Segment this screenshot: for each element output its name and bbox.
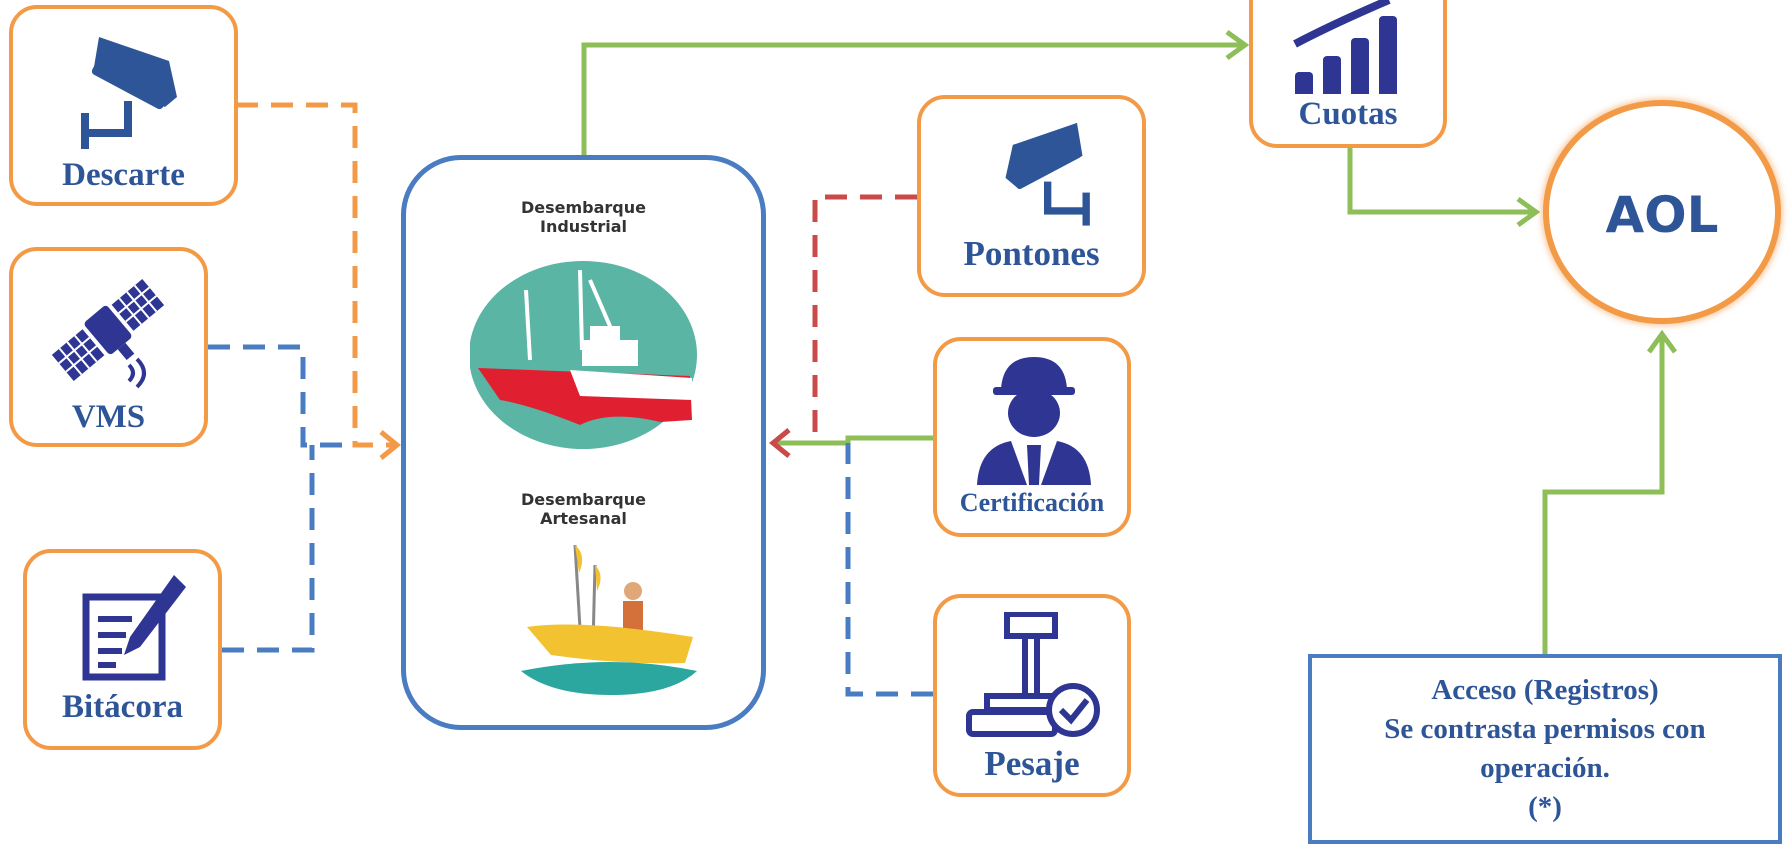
center-left-arrowhead <box>769 428 791 458</box>
acceso-line-1: Acceso (Registros) <box>1431 674 1659 706</box>
bitacora-label: Bitácora <box>62 689 183 725</box>
acceso-registros-box: Acceso (Registros) Se contrasta permisos… <box>1308 654 1782 844</box>
aol-node: AOL <box>1543 100 1781 324</box>
vms-node: VMS <box>9 247 208 447</box>
acceso-to-aol-connector <box>1542 336 1665 654</box>
artisanal-fishing-boat-icon <box>521 544 697 695</box>
bitacora-node: Bitácora <box>23 549 222 750</box>
pesaje-node: Pesaje <box>933 594 1131 797</box>
weighing-scale-icon <box>966 612 1100 737</box>
descarte-label: Descarte <box>62 157 185 193</box>
inspector-person-icon <box>977 357 1091 485</box>
industrial-fishing-ship-icon <box>470 261 697 449</box>
security-camera-icon <box>81 37 177 149</box>
satellite-icon <box>51 279 165 389</box>
acceso-line-2: Se contrasta permisos con <box>1384 713 1706 745</box>
pontones-label: Pontones <box>963 234 1100 273</box>
aol-arrowhead <box>1516 196 1541 228</box>
pontones-node: Pontones <box>917 95 1146 297</box>
industrial-caption: Desembarque Industrial <box>520 198 646 236</box>
certificacion-node: Certificación <box>933 337 1131 537</box>
bar-chart-icon <box>1293 0 1397 94</box>
certificacion-connector <box>775 435 933 446</box>
aol-label: AOL <box>1605 186 1719 244</box>
center-to-cuotas-connector <box>581 42 1241 155</box>
desembarque-container: Desembarque Industrial Desembarque Artes… <box>401 155 766 730</box>
descarte-connector <box>236 102 395 448</box>
cuotas-label: Cuotas <box>1298 96 1398 132</box>
pontones-connector <box>775 194 917 446</box>
acceso-line-3: operación. <box>1480 752 1610 784</box>
acceso-line-4: (*) <box>1528 791 1562 823</box>
pesaje-label: Pesaje <box>984 744 1080 783</box>
descarte-arrowhead <box>379 430 401 460</box>
cuotas-to-aol-connector <box>1347 148 1532 215</box>
artesanal-caption: Desembarque Artesanal <box>520 490 646 528</box>
security-camera-icon <box>1005 122 1090 226</box>
descarte-node: Descarte <box>9 5 238 206</box>
cuotas-arrowhead <box>1225 29 1250 61</box>
vms-label: VMS <box>71 399 146 435</box>
pesaje-connector <box>845 443 933 697</box>
certificacion-label: Certificación <box>959 488 1105 517</box>
bitacora-connector <box>222 445 315 653</box>
logbook-pen-icon <box>82 575 186 681</box>
acceso-aol-arrowhead <box>1646 329 1678 354</box>
vms-connector <box>208 344 355 448</box>
cuotas-node: Cuotas <box>1249 0 1447 148</box>
